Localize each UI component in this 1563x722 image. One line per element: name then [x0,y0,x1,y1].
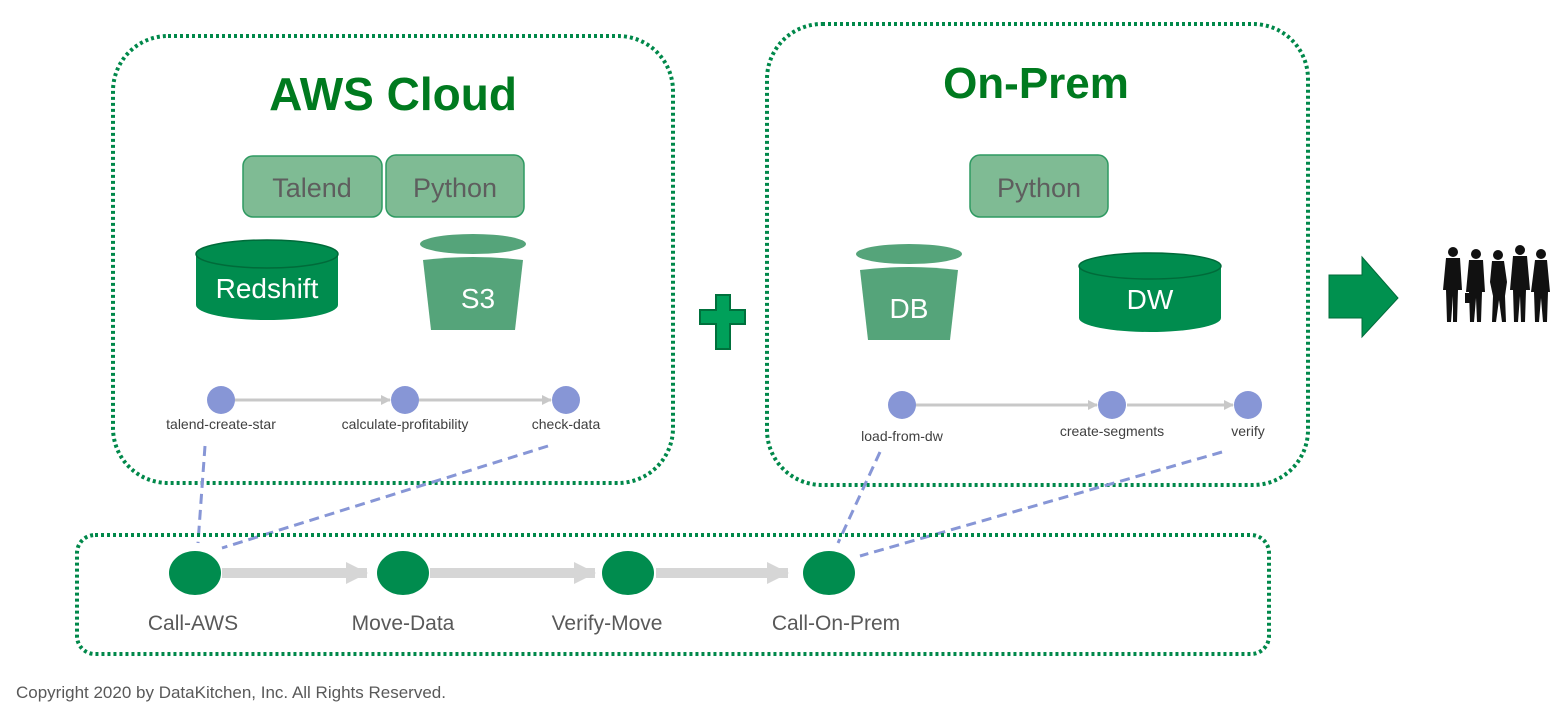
tool-python-onprem: Python [969,154,1109,218]
plus-icon [699,294,746,350]
aws-step-node-1[interactable] [207,386,235,414]
s3-bucket-icon: S3 [420,234,526,330]
onprem-step-label-3: verify [1231,423,1264,439]
onprem-step-node-3[interactable] [1234,391,1262,419]
main-step-node-move-data[interactable] [377,551,429,595]
link-onprem-end [859,450,1223,558]
link-aws-end [221,444,549,550]
copyright-notice: Copyright 2020 by DataKitchen, Inc. All … [16,683,446,702]
main-pipeline-border [75,533,1271,656]
main-step-label-move-data: Move-Data [352,612,455,635]
onprem-step-node-2[interactable] [1098,391,1126,419]
aws-step-label-2: calculate-profitability [342,416,469,432]
on-prem-border [765,22,1310,487]
tool-talend-label: Talend [272,173,352,203]
main-pipeline-group: Call-AWS Move-Data Verify-Move Call-On-P… [75,533,1271,656]
aws-step-node-3[interactable] [552,386,580,414]
aws-step-label-1: talend-create-star [166,416,276,432]
main-step-label-call-aws: Call-AWS [148,612,238,635]
dw-cylinder-icon: DW [1078,252,1222,332]
aws-cloud-border [111,34,675,485]
main-step-node-call-on-prem[interactable] [803,551,855,595]
db-label: DB [890,293,929,324]
main-step-label-call-on-prem: Call-On-Prem [772,612,900,635]
main-step-node-verify-move[interactable] [602,551,654,595]
right-arrow-icon [1328,255,1399,339]
tool-python-onprem-label: Python [997,173,1081,203]
aws-cloud-title: AWS Cloud [269,68,517,120]
tool-talend: Talend [242,155,383,218]
tool-python-aws: Python [385,154,525,218]
aws-step-label-3: check-data [532,416,601,432]
aws-step-graph: talend-create-star calculate-profitabili… [166,386,600,432]
onprem-step-label-1: load-from-dw [861,428,944,444]
tool-python-aws-label: Python [413,173,497,203]
onprem-step-label-2: create-segments [1060,423,1164,439]
on-prem-group: On-Prem Python DB DW load-from-dw create… [765,22,1310,487]
business-people-icon [1443,245,1550,322]
main-step-label-verify-move: Verify-Move [552,612,663,635]
redshift-label: Redshift [216,273,319,304]
dw-label: DW [1127,284,1174,315]
aws-cloud-group: AWS Cloud Talend Python Redshift S3 [111,34,675,485]
on-prem-title: On-Prem [943,59,1129,108]
main-step-node-call-aws[interactable] [169,551,221,595]
onprem-step-graph: load-from-dw create-segments verify [861,391,1265,444]
onprem-step-node-1[interactable] [888,391,916,419]
s3-label: S3 [461,283,495,314]
link-onprem-start [836,451,882,544]
db-bucket-icon: DB [856,244,962,340]
link-aws-start [196,445,207,544]
aws-step-node-2[interactable] [391,386,419,414]
redshift-cylinder-icon: Redshift [195,239,339,320]
drilldown-links [196,444,1223,558]
